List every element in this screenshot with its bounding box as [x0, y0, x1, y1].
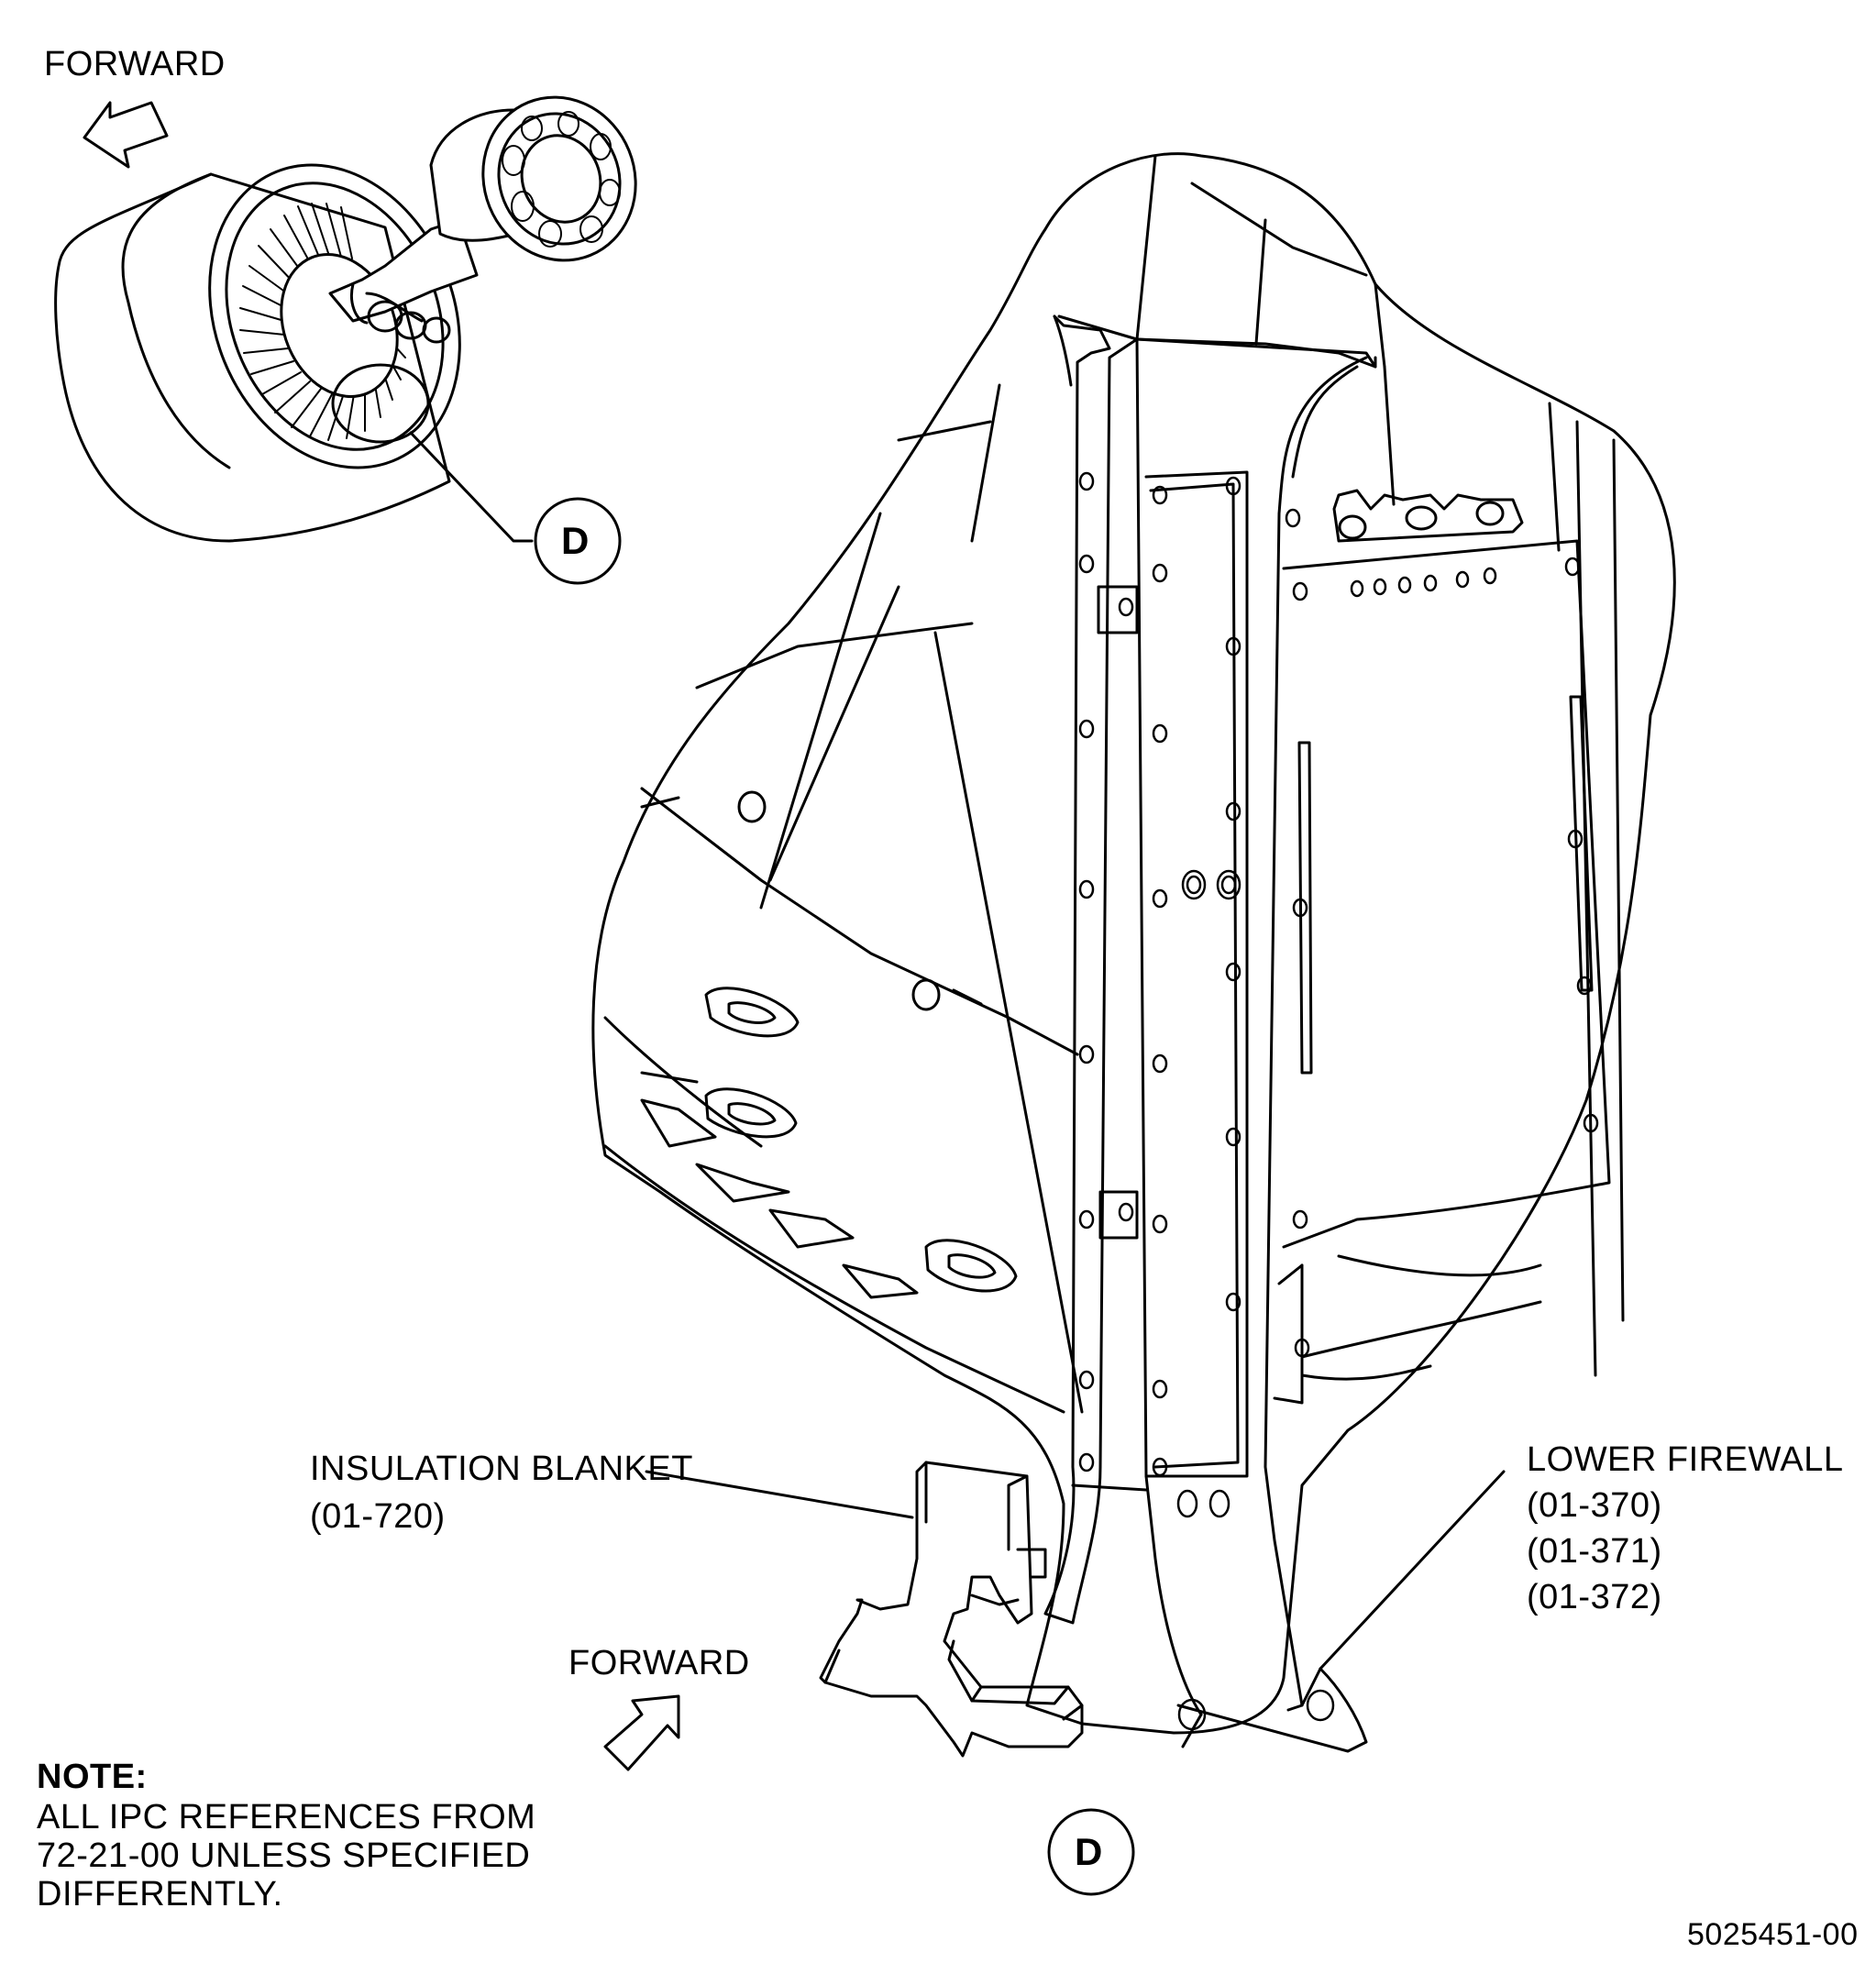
figure-id: 5025451-00: [1687, 1917, 1859, 1952]
callout-d-top-label: D: [561, 519, 590, 562]
lower-firewall-leader: [1319, 1470, 1506, 1671]
insulation-pads: [640, 987, 1018, 1299]
insulation-blanket-ref: (01-720): [310, 1497, 446, 1536]
note-title: NOTE:: [37, 1758, 148, 1796]
lower-firewall-frame: [1043, 314, 1377, 1753]
lower-firewall-ref-1: (01-370): [1527, 1486, 1662, 1525]
callout-d-top: [534, 497, 622, 585]
note-line-1: ALL IPC REFERENCES FROM: [37, 1798, 536, 1836]
lower-firewall-label: LOWER FIREWALL: [1527, 1440, 1844, 1479]
engine-overview: [54, 95, 637, 585]
note-line-2: 72-21-00 UNLESS SPECIFIED: [37, 1836, 531, 1875]
lower-firewall-ref-2: (01-371): [1527, 1532, 1662, 1571]
insulation-blanket-piece: [819, 1461, 1084, 1758]
callout-d-bottom-label: D: [1075, 1830, 1103, 1873]
forward-arrow-bottom-icon: [603, 1694, 680, 1771]
detail-d-view: [591, 152, 1676, 1896]
forward-arrow-top-icon: [83, 101, 169, 169]
insulation-blanket-label: INSULATION BLANKET: [310, 1450, 693, 1488]
callout-d-bottom: [1047, 1808, 1135, 1896]
insulation-blanket-leader: [645, 1470, 914, 1519]
firewall-panel: [1273, 489, 1611, 1405]
forward-label-bottom: FORWARD: [568, 1644, 750, 1682]
lower-firewall-ref-3: (01-372): [1527, 1578, 1662, 1616]
note-line-3: DIFFERENTLY.: [37, 1875, 283, 1913]
forward-label-top: FORWARD: [44, 45, 226, 83]
fastener-holes: [1078, 471, 1599, 1731]
